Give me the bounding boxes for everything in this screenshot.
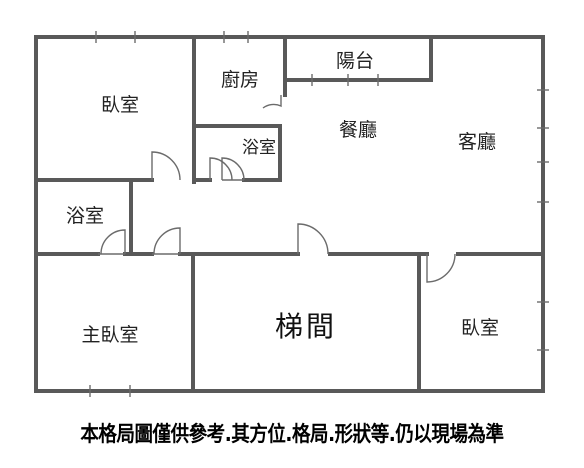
room-label-bedroom: 臥室 bbox=[101, 94, 139, 116]
room-label-balcony: 陽台 bbox=[336, 50, 374, 72]
room-label-dining: 餐廳 bbox=[339, 119, 377, 141]
walls bbox=[34, 35, 545, 393]
room-label-bath-left: 浴室 bbox=[66, 205, 104, 227]
disclaimer-caption: 本格局圖僅供參考.其方位.格局.形狀等.仍以現場為準 bbox=[80, 422, 504, 446]
room-label-kitchen: 廚房 bbox=[221, 68, 259, 91]
door-stair bbox=[297, 223, 329, 255]
room-label-bedroom-right: 臥室 bbox=[461, 317, 499, 339]
door-left-bath bbox=[98, 229, 126, 255]
floor-plan: 臥室 廚房 陽台 餐廳 客廳 浴室 浴室 主臥室 梯間 臥室 bbox=[34, 31, 549, 397]
door-bedroom bbox=[151, 151, 181, 181]
door-bedroom-right bbox=[426, 253, 456, 283]
room-label-stairwell: 梯間 bbox=[275, 310, 337, 343]
windows bbox=[89, 31, 549, 397]
room-label-bath-center: 浴室 bbox=[242, 138, 276, 158]
room-label-master-bedroom: 主臥室 bbox=[81, 324, 138, 346]
outer-wall bbox=[34, 35, 545, 393]
wall-balcony bbox=[283, 35, 433, 82]
door-bath-center bbox=[221, 157, 245, 181]
door-bath-left bbox=[209, 157, 233, 181]
door-kitchen bbox=[262, 95, 282, 109]
doors bbox=[98, 95, 456, 283]
door-master bbox=[152, 227, 181, 255]
room-label-living: 客廳 bbox=[458, 131, 496, 153]
